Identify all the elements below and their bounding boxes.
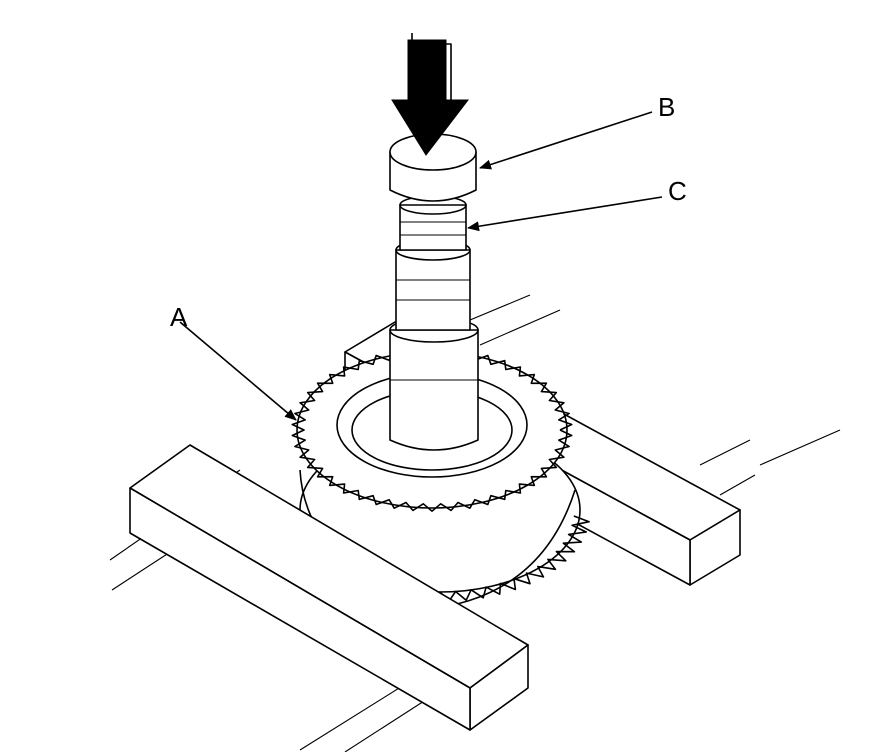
shaft-c: [389, 195, 479, 451]
label-b: B: [658, 92, 675, 122]
force-arrow: [391, 33, 470, 156]
label-c: C: [668, 176, 687, 206]
front-support-block: [129, 444, 529, 731]
label-a: A: [170, 302, 188, 332]
cap-b: [389, 133, 477, 202]
leader-lines: [179, 111, 663, 421]
